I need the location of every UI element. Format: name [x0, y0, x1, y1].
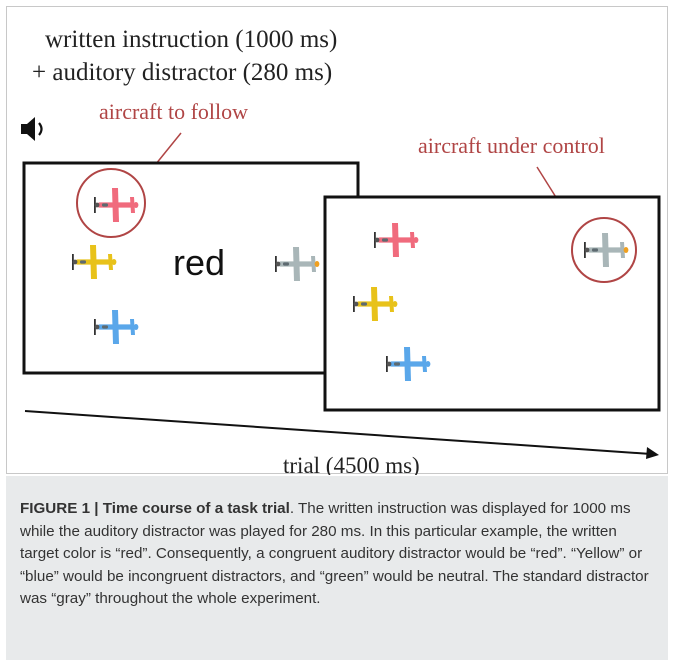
- timeline-arrowhead: [646, 447, 659, 459]
- caption-box: FIGURE 1 | Time course of a task trial. …: [6, 476, 668, 660]
- diagram-canvas: written instruction (1000 ms) + auditory…: [21, 26, 661, 475]
- figure-caption: FIGURE 1 | Time course of a task trial. …: [20, 498, 654, 611]
- label-aircraft-under-control: aircraft under control: [418, 133, 605, 158]
- caption-text: . The written instruction was displayed …: [20, 500, 649, 608]
- timeline-arrow: [24, 410, 652, 455]
- instruction-line-1: written instruction (1000 ms): [45, 26, 337, 53]
- timeline-label: trial (4500 ms): [283, 453, 420, 475]
- highlight-circle-follow: [76, 168, 146, 238]
- diagram-panel: written instruction (1000 ms) + auditory…: [6, 6, 668, 475]
- label-aircraft-to-follow: aircraft to follow: [99, 99, 248, 124]
- word-cue: red: [173, 242, 225, 283]
- instruction-line-2: + auditory distractor (280 ms): [32, 59, 332, 86]
- highlight-circle-control: [571, 217, 637, 283]
- speaker-icon: [21, 117, 43, 141]
- caption-label: FIGURE 1 | Time course of a task trial: [20, 500, 290, 517]
- screen-instruction: [22, 161, 360, 375]
